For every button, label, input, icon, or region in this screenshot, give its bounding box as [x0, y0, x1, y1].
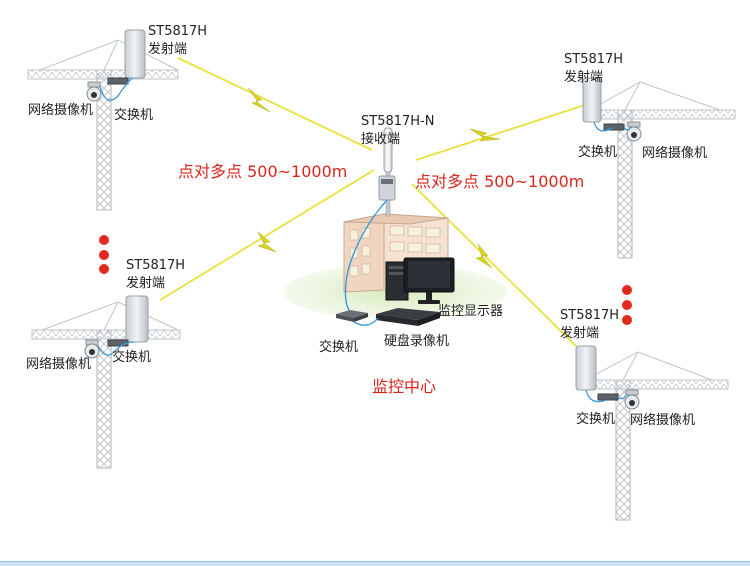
cable — [593, 121, 631, 132]
monitor-icon — [403, 257, 455, 304]
center-model: ST5817H-N — [361, 114, 435, 129]
antenna-panel-icon — [125, 295, 149, 343]
mid-left-camera-label: 网络摄像机 — [26, 357, 92, 372]
cable — [344, 199, 388, 313]
bottom-right-camera-label: 网络摄像机 — [630, 413, 696, 428]
top-left-role: 发射端 — [148, 42, 188, 57]
top-right-switch-label: 交换机 — [578, 145, 618, 160]
network-switch-icon — [107, 339, 129, 347]
dvr-label: 硬盘录像机 — [384, 334, 450, 349]
more-dots-icon — [622, 285, 632, 325]
bottom-right-model: ST5817H — [560, 308, 620, 323]
more-dots-icon — [99, 235, 109, 274]
tower-crane-icon — [31, 301, 181, 469]
network-switch-icon — [107, 77, 129, 85]
link-mid-left — [159, 169, 375, 301]
network-switch-icon — [336, 310, 368, 322]
cable — [99, 77, 133, 101]
tower-crane-icon — [584, 81, 736, 259]
tower-mid-left — [31, 295, 181, 469]
tower-top-right — [582, 77, 736, 259]
mid-left-model: ST5817H — [126, 258, 186, 273]
top-right-camera-label: 网络摄像机 — [642, 146, 708, 161]
dome-camera-icon — [84, 339, 100, 359]
tower-crane-icon — [577, 351, 729, 521]
monitoring-center-title: 监控中心 — [372, 377, 437, 396]
link-distance-left: 点对多点 500~1000m — [178, 162, 348, 181]
dome-camera-icon — [86, 81, 102, 102]
top-left-model: ST5817H — [148, 24, 208, 39]
wireless-links — [159, 57, 586, 349]
top-right-model: ST5817H — [564, 52, 624, 67]
mid-left-role: 发射端 — [126, 276, 166, 291]
bottom-right-role: 发射端 — [560, 326, 600, 341]
monitor-label: 监控显示器 — [438, 304, 504, 319]
antenna-panel-icon — [582, 77, 602, 123]
bolt-icon — [469, 128, 501, 142]
link-top-left — [177, 57, 373, 151]
cable — [97, 341, 135, 356]
dome-camera-icon — [626, 121, 642, 142]
omni-antenna-icon — [378, 127, 396, 217]
monitoring-center — [283, 127, 507, 326]
bolt-icon — [247, 87, 271, 113]
link-bottom-right — [411, 183, 579, 349]
tower-crane-icon — [27, 39, 179, 211]
bolt-icon — [257, 231, 277, 253]
bottom-right-switch-label: 交换机 — [576, 412, 616, 427]
page-bottom-border — [0, 561, 750, 566]
cable — [353, 317, 379, 326]
network-switch-icon — [603, 123, 625, 131]
top-left-camera-label: 网络摄像机 — [28, 103, 94, 118]
antenna-panel-icon — [575, 345, 597, 391]
top-right-role: 发射端 — [564, 70, 604, 85]
lightning-bolts — [247, 87, 501, 269]
tower-top-left — [27, 29, 179, 211]
network-switch-icon — [597, 393, 619, 401]
center-role: 接收端 — [361, 132, 401, 147]
top-left-switch-label: 交换机 — [114, 108, 154, 123]
tower-bottom-right — [575, 345, 729, 521]
dome-camera-icon — [624, 389, 640, 410]
center-switch-label: 交换机 — [319, 340, 359, 355]
mid-left-switch-label: 交换机 — [112, 350, 152, 365]
dvr-icon — [376, 308, 440, 326]
cable — [585, 389, 627, 403]
link-distance-right: 点对多点 500~1000m — [415, 172, 585, 191]
link-top-right — [415, 104, 586, 161]
antenna-panel-icon — [124, 29, 146, 79]
bolt-icon — [475, 243, 493, 269]
